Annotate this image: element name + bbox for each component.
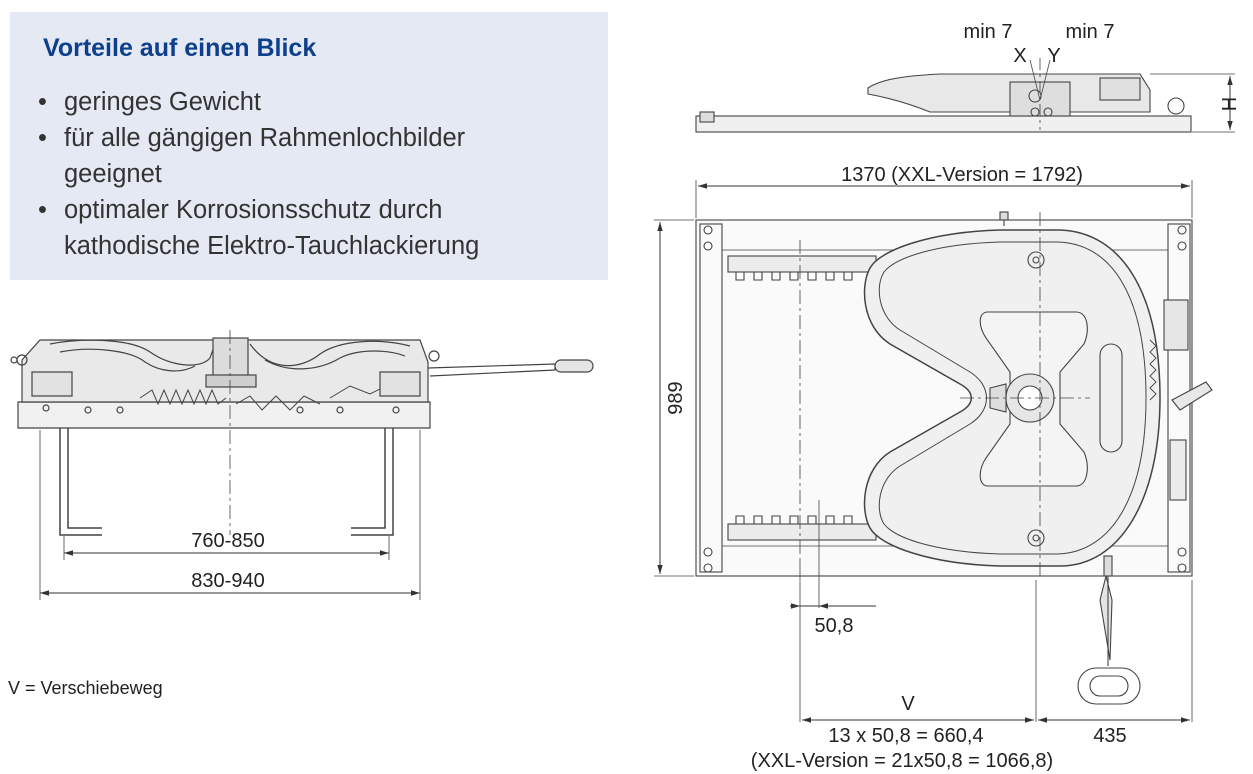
advantages-title: Vorteile auf einen Blick [43,34,317,62]
advantages-list: geringes Gewicht für alle gängigen Rahme… [38,84,479,264]
plan-view-dimensions [657,183,1190,723]
dim-travel-xxl-label: (XXL-Version = 21x50,8 = 1066,8) [751,750,1053,772]
legend-note: V = Verschiebeweg [8,678,163,698]
list-item: für alle gängigen Rahmenlochbilder geeign… [38,120,479,192]
dim-435-label: 435 [1093,725,1126,747]
min-y-label: min 7 [1066,21,1115,43]
top-side-view-drawing [695,58,1235,133]
dim-outer-label: 830-940 [191,570,264,592]
plan-view-drawing [654,180,1213,722]
min-x-label: min 7 [964,21,1013,43]
dim-width-label: 1370 (XXL-Version = 1792) [841,164,1083,186]
h-label: H [1219,97,1241,111]
advantages-panel: Vorteile auf einen Blick geringes Gewich… [10,12,608,280]
side-view-drawing [10,330,594,600]
dim-inner-label: 760-850 [191,530,264,552]
dim-v-label: V [901,693,915,715]
bullet-text: optimaler Korrosionsschutz durch [64,196,443,224]
dim-travel-label: 13 x 50,8 = 660,4 [828,725,983,747]
list-item: optimaler Korrosionsschutz durch kathodis… [38,192,479,264]
y-label: Y [1047,45,1060,67]
x-label: X [1013,45,1026,67]
bullet-text: geringes Gewicht [64,88,262,116]
side-view-dimensions [40,550,420,596]
dim-step-label: 50,8 [815,615,854,637]
dim-height-label: 989 [665,381,687,414]
bullet-text-continued: geeignet [64,160,162,188]
list-item: geringes Gewicht [38,84,479,120]
bullet-text-continued: kathodische Elektro-Tauchlackierung [64,232,480,260]
bullet-text: für alle gängigen Rahmenlochbilder [64,124,466,152]
